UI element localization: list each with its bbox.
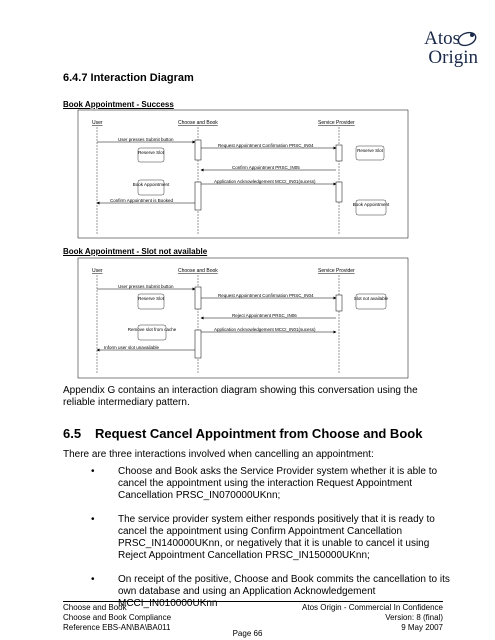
- footer-date: 9 May 2007: [401, 623, 443, 632]
- d2-note-slot-not-available: Slot not available: [354, 296, 389, 301]
- d2-note-reserve-slot: Reserve Slot: [138, 296, 165, 301]
- footer-document: Choose and Book Compliance: [63, 613, 172, 622]
- d2-msg-reject: Reject Appointment PRSC_IN06: [232, 313, 297, 318]
- d1-note-book-appointment-left: Book Appointment: [133, 182, 170, 187]
- footer-reference: Reference EBS-AN\BA\BA011: [63, 623, 171, 632]
- cancellation-steps-list: •Choose and Book asks the Service Provid…: [63, 466, 453, 622]
- diagram1-title: Book Appointment - Success: [63, 100, 174, 109]
- section-2-title: Request Cancel Appointment from Choose a…: [95, 426, 423, 441]
- section-2-heading: 6.5 Request Cancel Appointment from Choos…: [63, 426, 422, 441]
- list-item: •On receipt of the positive, Choose and …: [91, 574, 450, 609]
- d2-lifeline-user: User: [92, 268, 103, 274]
- d2-note-remove-slot: Remove slot from cache: [128, 327, 177, 332]
- bullet-icon: •: [91, 466, 95, 477]
- section-2-number: 6.5: [63, 426, 82, 441]
- d1-note-reserve-slot-right: Reserve Slot: [357, 148, 384, 153]
- atos-origin-logo: Atos Origin: [398, 28, 478, 70]
- d1-msg-confirm: Confirm Appointment PRSC_IN05: [232, 165, 300, 170]
- d2-msg-submit: User presses Submit button: [118, 284, 174, 289]
- d2-msg-ack: Application Acknowledgement MCCI_IN01(su…: [214, 327, 316, 332]
- d1-lifeline-user: User: [92, 120, 103, 126]
- d1-msg-booked: Confirm Appointment is Booked: [110, 198, 174, 203]
- d1-lifeline-sp: Service Provider: [318, 120, 355, 126]
- d1-msg-submit: User presses Submit button: [118, 137, 174, 142]
- page-number: Page 66: [232, 629, 263, 638]
- d1-msg-ack: Application Acknowledgement MCCI_IN01(su…: [214, 179, 316, 184]
- d2-lifeline-cab: Choose and Book: [178, 268, 218, 274]
- d2-msg-request: Request Appointment Confirmation PRSC_IN…: [218, 293, 314, 298]
- logo-swirl-icon: [457, 31, 477, 47]
- bullet-icon: •: [91, 514, 95, 525]
- footer-product: Choose and Book: [63, 603, 127, 612]
- d1-note-reserve-slot-left: Reserve Slot: [138, 150, 165, 155]
- list-item: •Choose and Book asks the Service Provid…: [91, 466, 438, 501]
- appendix-paragraph: Appendix G contains an interaction diagr…: [63, 385, 418, 408]
- footer-version: Version: 8 (final): [385, 613, 443, 622]
- logo-word-origin: Origin: [428, 47, 478, 68]
- diagram2-title: Book Appointment - Slot not available: [63, 247, 208, 256]
- d1-lifeline-cab: Choose and Book: [178, 120, 218, 126]
- d1-note-book-appointment-right: Book Appointment: [353, 202, 390, 207]
- footer-confidentiality: Atos Origin - Commercial In Confidence: [302, 603, 443, 612]
- intro-paragraph: There are three interactions involved wh…: [63, 449, 374, 460]
- page-footer: Choose and Book Atos Origin - Commercial …: [63, 601, 443, 633]
- d2-lifeline-sp: Service Provider: [318, 268, 355, 274]
- d2-msg-inform: Inform user slot unavailable: [104, 345, 160, 350]
- list-item: •The service provider system either resp…: [91, 514, 435, 561]
- section-heading: 6.4.7 Interaction Diagram: [63, 72, 194, 84]
- bullet-icon: •: [91, 574, 95, 585]
- d1-msg-request: Request Appointment Confirmation PRSC_IN…: [218, 143, 314, 148]
- logo-word-atos: Atos: [424, 28, 460, 49]
